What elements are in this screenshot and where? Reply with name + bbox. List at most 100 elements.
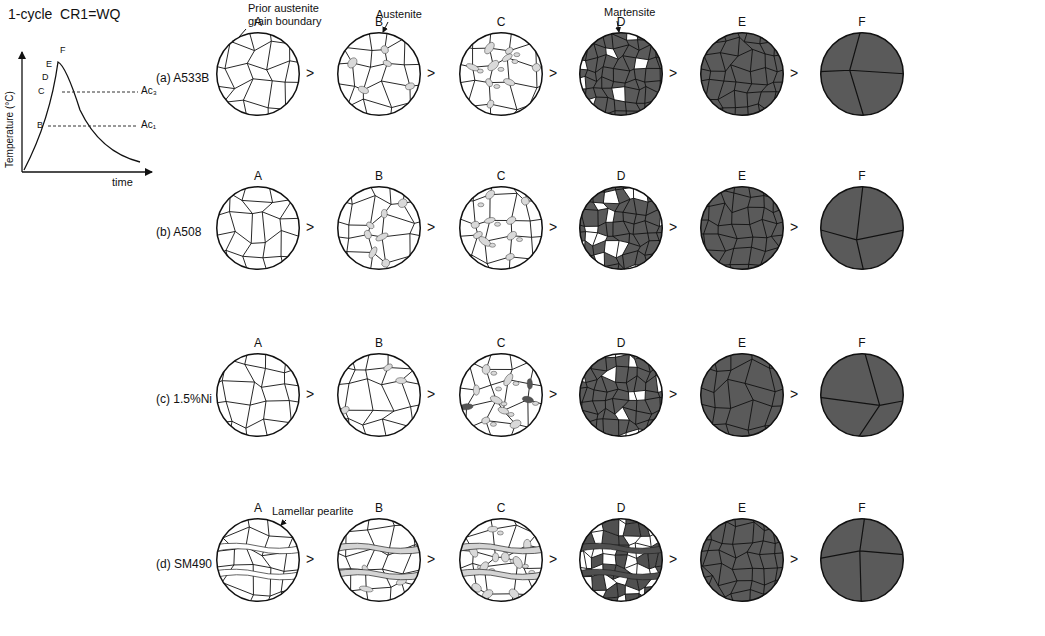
step-arrow: >: [549, 386, 557, 402]
microstructure-circle: E: [700, 518, 784, 602]
step-arrow: >: [306, 65, 314, 81]
grain-structure: [700, 353, 784, 437]
point-letter: B: [37, 120, 43, 130]
point-letter: E: [46, 59, 52, 69]
step-arrow: >: [790, 65, 798, 81]
stage-letter: A: [216, 501, 300, 515]
microstructure-circle: F: [820, 32, 904, 116]
microstructure-circle: D: [579, 32, 663, 116]
step-arrow: >: [549, 219, 557, 235]
grain-structure: [459, 353, 543, 437]
grain-structure: [337, 353, 421, 437]
grain-structure: [820, 353, 904, 437]
microstructure-circle: C: [459, 518, 543, 602]
step-arrow: >: [549, 65, 557, 81]
grain-structure: [337, 32, 421, 116]
grain-structure: [579, 353, 663, 437]
grain-structure: [579, 186, 663, 270]
step-arrow: >: [669, 551, 677, 567]
microstructure-circle: C: [459, 186, 543, 270]
microstructure-circle: C: [459, 32, 543, 116]
microstructure-circle: F: [820, 518, 904, 602]
cycle-title: 1-cycle CR1=WQ: [8, 6, 120, 22]
stage-letter: B: [337, 169, 421, 183]
microstructure-circle: A: [216, 353, 300, 437]
step-arrow: >: [427, 219, 435, 235]
microstructure-circle: A: [216, 518, 300, 602]
point-letter: C: [38, 86, 45, 96]
temperature-line-label: Ac₁: [141, 119, 156, 131]
step-arrow: >: [669, 65, 677, 81]
microstructure-circle: B: [337, 186, 421, 270]
grain-structure: [216, 518, 300, 602]
microstructure-circle: E: [700, 32, 784, 116]
stage-letter: C: [459, 501, 543, 515]
annotation: Lamellar pearlite: [272, 505, 353, 518]
microstructure-circle: B: [337, 518, 421, 602]
microstructure-circle: A: [216, 186, 300, 270]
grain-structure: [459, 32, 543, 116]
point-letter: F: [60, 45, 66, 55]
microstructure-circle: E: [700, 186, 784, 270]
stage-letter: F: [820, 15, 904, 29]
steel-label: (b) A508: [156, 226, 201, 240]
stage-letter: F: [820, 501, 904, 515]
microstructure-circle: B: [337, 32, 421, 116]
stage-letter: C: [459, 336, 543, 350]
grain-structure: [216, 186, 300, 270]
microstructure-circle: D: [579, 186, 663, 270]
axis-label: time: [112, 176, 133, 189]
grain-structure: [579, 32, 663, 116]
microstructure-circle: D: [579, 353, 663, 437]
stage-letter: E: [700, 15, 784, 29]
stage-letter: D: [579, 15, 663, 29]
grain-structure: [700, 518, 784, 602]
step-arrow: >: [306, 551, 314, 567]
grain-structure: [216, 353, 300, 437]
step-arrow: >: [790, 386, 798, 402]
step-arrow: >: [306, 386, 314, 402]
grain-structure: [337, 186, 421, 270]
stage-letter: D: [579, 501, 663, 515]
stage-letter: E: [700, 169, 784, 183]
microstructure-circle: F: [820, 353, 904, 437]
step-arrow: >: [427, 65, 435, 81]
microstructure-circle: F: [820, 186, 904, 270]
step-arrow: >: [427, 386, 435, 402]
step-arrow: >: [790, 551, 798, 567]
step-arrow: >: [669, 219, 677, 235]
microstructure-circle: B: [337, 353, 421, 437]
grain-structure: [216, 32, 300, 116]
grain-structure: [820, 32, 904, 116]
step-arrow: >: [790, 219, 798, 235]
step-arrow: >: [549, 551, 557, 567]
point-letter: D: [42, 72, 49, 82]
microstructure-circle: D: [579, 518, 663, 602]
stage-letter: B: [337, 336, 421, 350]
grain-structure: [700, 186, 784, 270]
stage-letter: D: [579, 336, 663, 350]
stage-letter: D: [579, 169, 663, 183]
stage-letter: B: [337, 15, 421, 29]
microstructure-circle: E: [700, 353, 784, 437]
annotation: Martensite: [604, 6, 655, 19]
step-arrow: >: [306, 219, 314, 235]
stage-letter: E: [700, 336, 784, 350]
temperature-graph: [22, 52, 152, 172]
grain-structure: [459, 186, 543, 270]
steel-label: (c) 1.5%Ni: [156, 393, 212, 407]
stage-letter: C: [459, 169, 543, 183]
stage-letter: B: [337, 501, 421, 515]
stage-letter: A: [216, 15, 300, 29]
microstructure-circle: A: [216, 32, 300, 116]
steel-label: (a) A533B: [156, 72, 209, 86]
stage-letter: E: [700, 501, 784, 515]
microstructure-circle: C: [459, 353, 543, 437]
temperature-line-label: Ac₃: [141, 85, 157, 97]
stage-letter: F: [820, 169, 904, 183]
grain-structure: [700, 32, 784, 116]
stage-letter: A: [216, 336, 300, 350]
stage-letter: A: [216, 169, 300, 183]
stage-letter: F: [820, 336, 904, 350]
grain-structure: [459, 518, 543, 602]
